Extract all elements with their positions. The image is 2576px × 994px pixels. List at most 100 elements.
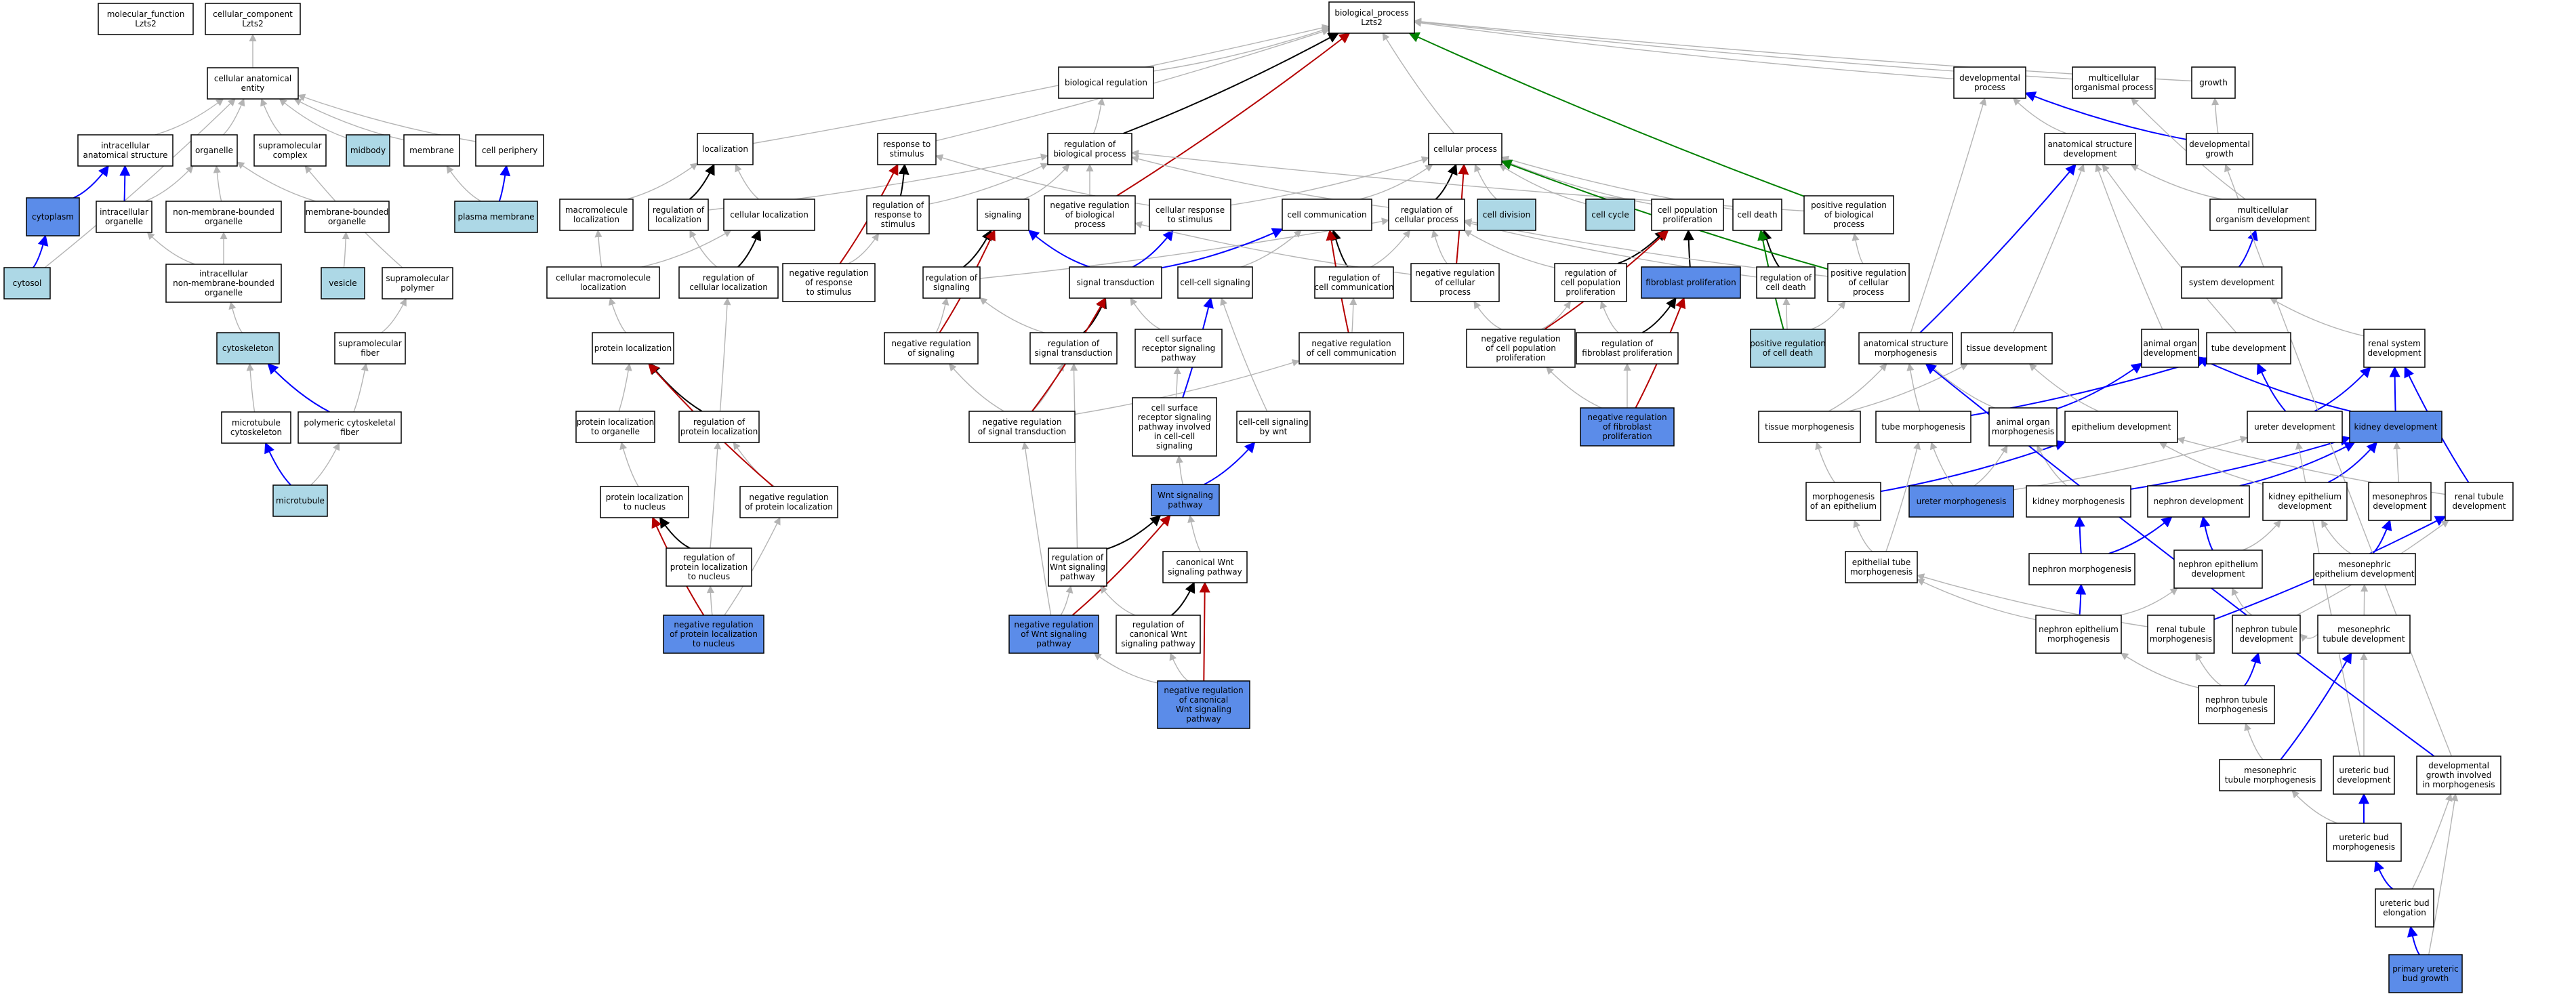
node-mt[interactable]: microtubule (272, 484, 328, 517)
node-celldeath[interactable]: cell death (1732, 199, 1782, 231)
node-cytosk[interactable]: cytoskeleton (216, 332, 280, 365)
node-cellcycle[interactable]: cell cycle (1585, 199, 1635, 231)
node-uretermorph[interactable]: ureter morphogenesis (1908, 485, 2014, 518)
node-loc[interactable]: localization (697, 133, 754, 165)
node-tubemorph[interactable]: tube morphogenesis (1875, 411, 1971, 443)
node-sigtrans[interactable]: signal transduction (1069, 266, 1162, 299)
node-ureterdev[interactable]: ureter development (2247, 411, 2343, 443)
node-tissuedev[interactable]: tissue development (1961, 332, 2053, 365)
node-fibprolif[interactable]: fibroblast proliferation (1641, 266, 1741, 299)
node-cytosol[interactable]: cytosol (3, 267, 51, 299)
node-vesicle[interactable]: vesicle (321, 267, 365, 299)
node-biolreg[interactable]: biological regulation (1058, 66, 1154, 99)
node-tissuemorph[interactable]: tissue morphogenesis (1758, 411, 1861, 443)
node-org[interactable]: organelle (190, 134, 238, 167)
node-ccsig[interactable]: cell-cell signaling (1177, 266, 1253, 299)
node-sysdev[interactable]: system development (2181, 266, 2283, 299)
node-cellproc[interactable]: cellular process (1428, 133, 1502, 165)
node-membrane[interactable]: membrane (403, 134, 460, 167)
node-growth[interactable]: growth (2191, 66, 2236, 99)
node-epidev[interactable]: epithelium development (2064, 411, 2178, 443)
node-pm[interactable]: plasma membrane (454, 201, 538, 233)
node-kidneymorph[interactable]: kidney morphogenesis (2026, 485, 2131, 518)
node-kidneydev[interactable]: kidney development (2349, 411, 2442, 443)
node-periphery[interactable]: cell periphery (475, 134, 544, 167)
node-celldiv[interactable]: cell division (1477, 199, 1536, 231)
node-inmbo[interactable]: intracellularnon-membrane-boundedorganel… (165, 264, 282, 303)
node-midbody[interactable]: midbody (346, 134, 390, 167)
node-protloc[interactable]: protein localization (592, 332, 674, 365)
node-cellloc[interactable]: cellular localization (723, 199, 815, 231)
node-nephronmorph[interactable]: nephron morphogenesis (2028, 553, 2135, 585)
